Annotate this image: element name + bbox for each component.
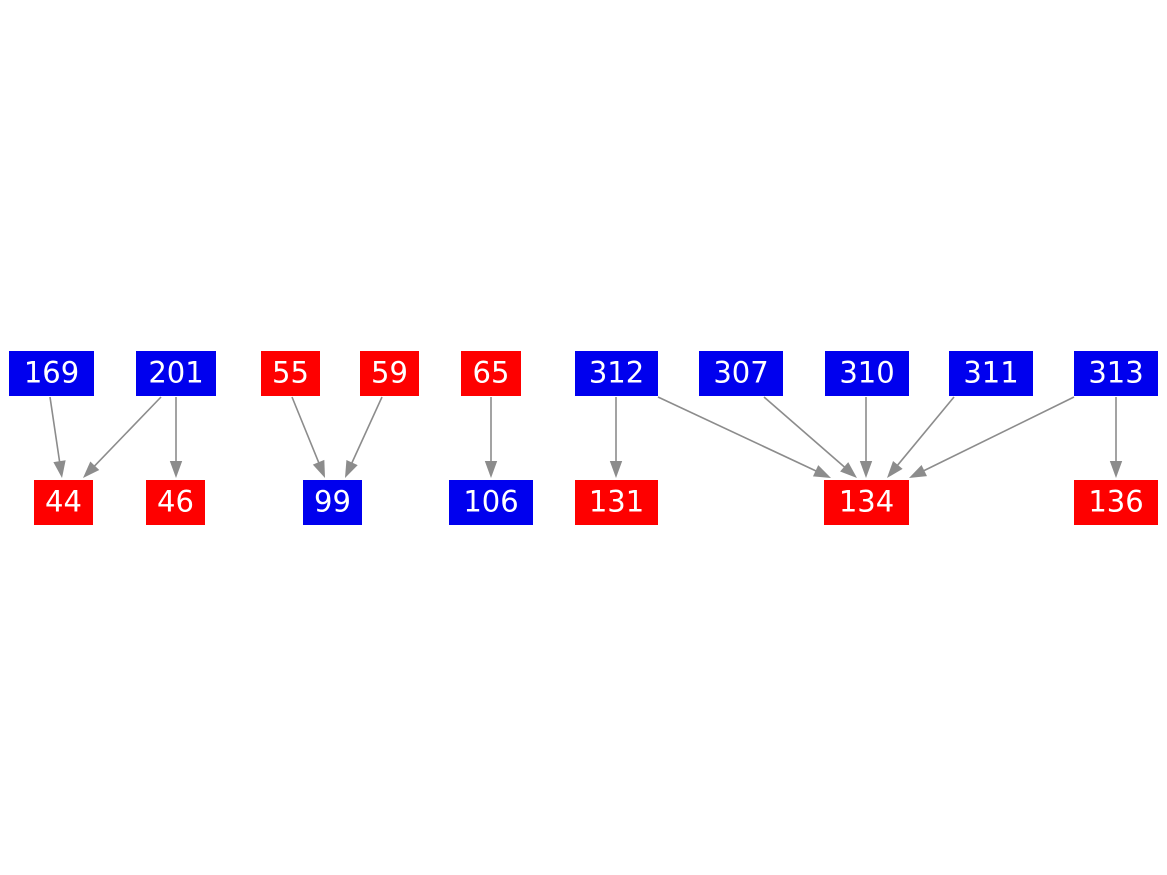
node-201[interactable]: 201	[136, 351, 216, 396]
edge-65-to-106	[484, 397, 498, 478]
edge-201-to-44	[83, 396, 162, 478]
edge-201-to-46	[169, 397, 183, 478]
node-312[interactable]: 312	[575, 351, 658, 396]
node-box[interactable]	[575, 351, 658, 396]
arrowhead-icon	[83, 461, 100, 478]
edge-59-to-99	[345, 396, 383, 478]
node-box[interactable]	[1074, 351, 1158, 396]
node-box[interactable]	[34, 480, 93, 525]
node-131[interactable]: 131	[575, 480, 658, 525]
arrowhead-icon	[312, 459, 325, 478]
arrowhead-icon	[1109, 461, 1123, 478]
node-box[interactable]	[699, 351, 783, 396]
node-134[interactable]: 134	[824, 480, 909, 525]
edge-line	[291, 396, 321, 465]
node-box[interactable]	[146, 480, 205, 525]
node-307[interactable]: 307	[699, 351, 783, 396]
edge-55-to-99	[291, 396, 325, 478]
node-136[interactable]: 136	[1074, 480, 1158, 525]
node-313[interactable]: 313	[1074, 351, 1158, 396]
node-box[interactable]	[825, 351, 909, 396]
arrowhead-icon	[53, 460, 66, 478]
arrowhead-icon	[345, 459, 358, 478]
edge-line	[763, 396, 847, 469]
node-box[interactable]	[1074, 480, 1158, 525]
node-65[interactable]: 65	[461, 351, 521, 396]
node-box[interactable]	[9, 351, 94, 396]
edge-line	[49, 396, 61, 464]
arrowhead-icon	[484, 461, 498, 478]
arrowhead-icon	[859, 461, 873, 478]
arrowhead-icon	[840, 462, 857, 478]
edge-line	[92, 396, 162, 468]
edge-line	[657, 396, 818, 473]
arrowhead-icon	[909, 464, 927, 478]
edge-310-to-134	[859, 397, 873, 478]
node-box[interactable]	[136, 351, 216, 396]
node-106[interactable]: 106	[449, 480, 533, 525]
edge-312-to-134	[657, 396, 831, 478]
node-311[interactable]: 311	[949, 351, 1033, 396]
edge-line	[350, 396, 383, 465]
edge-313-to-134	[909, 396, 1075, 478]
edge-307-to-134	[763, 396, 857, 478]
edge-line	[895, 396, 955, 467]
edge-313-to-136	[1109, 397, 1123, 478]
node-169[interactable]: 169	[9, 351, 94, 396]
node-46[interactable]: 46	[146, 480, 205, 525]
node-box[interactable]	[461, 351, 521, 396]
node-box[interactable]	[360, 351, 419, 396]
nodes-layer: 169 201 55 59 65 312 307 310 311 313 44 46 99 106 131 1…	[9, 351, 1158, 525]
edges-layer	[49, 396, 1123, 478]
node-box[interactable]	[449, 480, 533, 525]
node-59[interactable]: 59	[360, 351, 419, 396]
arrowhead-icon	[169, 461, 183, 478]
node-box[interactable]	[575, 480, 658, 525]
node-box[interactable]	[824, 480, 909, 525]
node-310[interactable]: 310	[825, 351, 909, 396]
node-box[interactable]	[949, 351, 1033, 396]
node-99[interactable]: 99	[303, 480, 362, 525]
node-55[interactable]: 55	[261, 351, 320, 396]
node-box[interactable]	[303, 480, 362, 525]
edge-312-to-131	[609, 397, 623, 478]
edge-169-to-44	[49, 396, 66, 478]
arrowhead-icon	[887, 460, 903, 478]
node-box[interactable]	[261, 351, 320, 396]
arrowhead-icon	[812, 465, 831, 478]
node-44[interactable]: 44	[34, 480, 93, 525]
arrowhead-icon	[609, 461, 623, 478]
edge-311-to-134	[887, 396, 955, 478]
edge-line	[922, 396, 1075, 473]
